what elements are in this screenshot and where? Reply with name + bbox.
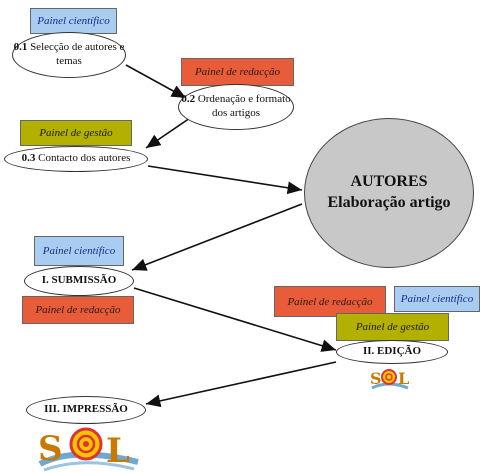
sol-logo-small: S L bbox=[370, 369, 409, 390]
arrow-submissao-to-edicao bbox=[133, 287, 337, 352]
step-0-3-number: 0.3 bbox=[21, 152, 36, 165]
step-0-2-label: Ordenação e formato dos artigos bbox=[195, 93, 291, 119]
arrow-01-to-02 bbox=[125, 64, 187, 99]
step-0-3-ellipse: 0.3 Contacto dos autores bbox=[4, 146, 148, 172]
panel-cientifico-top: Painel científico bbox=[30, 8, 117, 34]
panel-redaccao-top: Painel de redacção bbox=[181, 58, 294, 86]
autores-title: AUTORES bbox=[350, 173, 428, 191]
panel-gestao-top: Painel de gestão bbox=[20, 120, 132, 146]
impressao-ellipse: III. IMPRESSÃO bbox=[26, 396, 146, 424]
step-0-2-number: 0.2 bbox=[181, 93, 196, 106]
arrow-edicao-to-impressao bbox=[145, 361, 337, 408]
arrow-03-to-autores bbox=[147, 165, 303, 195]
panel-redaccao-right: Painel de redacção bbox=[274, 286, 386, 317]
submissao-label: I. SUBMISSÃO bbox=[41, 274, 117, 287]
arrow-02-to-03 bbox=[145, 117, 191, 149]
step-0-1-label: Selecção de autores e temas bbox=[27, 41, 125, 67]
panel-cientifico-mid: Painel científico bbox=[34, 236, 124, 266]
submissao-ellipse: I. SUBMISSÃO bbox=[24, 266, 134, 296]
svg-text:L: L bbox=[398, 369, 409, 388]
panel-gestao-right: Painel de gestão bbox=[336, 313, 449, 341]
panel-cientifico-right: Painel científico bbox=[394, 286, 480, 312]
step-0-2-ellipse: 0.2 Ordenação e formato dos artigos bbox=[178, 84, 294, 130]
step-0-1-ellipse: 0.1 Selecção de autores e temas bbox=[12, 32, 126, 78]
autores-ellipse: AUTORES Elaboração artigo bbox=[304, 118, 474, 268]
edicao-ellipse: II. EDIÇÃO bbox=[336, 340, 448, 364]
svg-text:S: S bbox=[370, 369, 382, 388]
autores-subtitle: Elaboração artigo bbox=[327, 194, 451, 211]
step-0-1-number: 0.1 bbox=[13, 41, 28, 54]
panel-redaccao-mid: Painel de redacção bbox=[22, 296, 134, 324]
edicao-label: II. EDIÇÃO bbox=[362, 345, 422, 358]
sol-logo-large: S L bbox=[38, 427, 139, 472]
svg-text:L: L bbox=[106, 431, 130, 471]
impressao-label: III. IMPRESSÃO bbox=[44, 403, 128, 416]
step-0-3-label: Contacto dos autores bbox=[35, 152, 131, 165]
arrow-autores-to-submissao bbox=[131, 203, 303, 271]
svg-text:S: S bbox=[38, 429, 63, 469]
